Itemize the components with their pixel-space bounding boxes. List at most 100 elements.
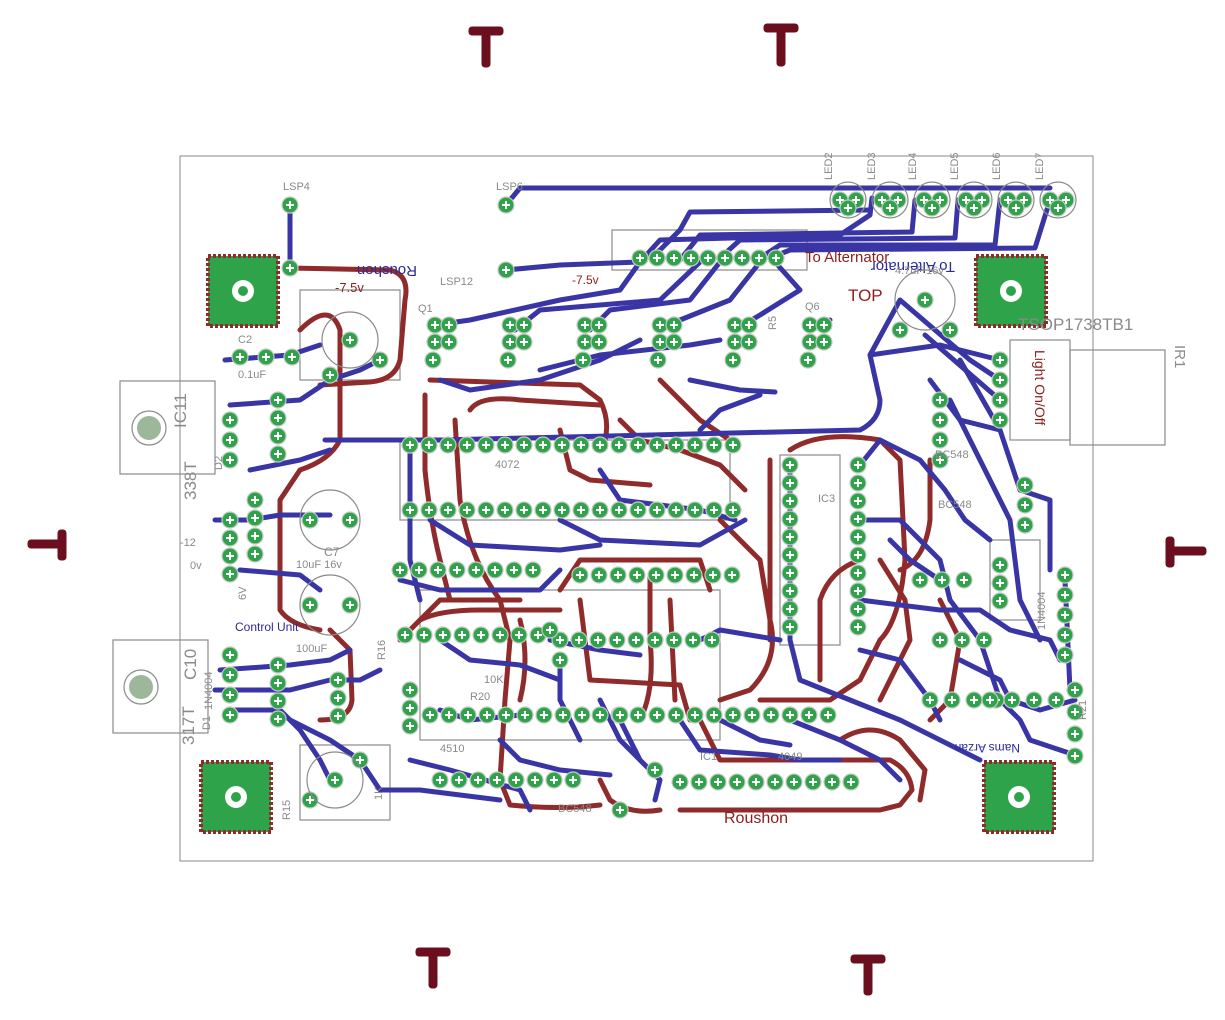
pad-marker — [691, 506, 699, 514]
mount-pad-bottom-left — [199, 760, 273, 834]
pad-marker — [1071, 730, 1079, 738]
pad-marker — [520, 506, 528, 514]
pad-marker — [334, 712, 342, 720]
pad-marker — [346, 516, 354, 524]
pad-marker — [1061, 611, 1069, 619]
pad-marker — [738, 254, 746, 262]
pad-marker — [274, 697, 282, 705]
pad-marker — [425, 441, 433, 449]
pad-marker — [946, 326, 954, 334]
pad-marker — [1062, 196, 1070, 204]
pad-marker — [615, 441, 623, 449]
pad-marker — [651, 766, 659, 774]
pad-marker — [274, 715, 282, 723]
pad-marker — [729, 356, 737, 364]
label-roushon-bottom: Roushon — [724, 810, 788, 827]
pad-marker — [534, 631, 542, 639]
pad-marker — [786, 551, 794, 559]
label-1n4004-left: 1N4004 — [203, 671, 215, 710]
pad-marker — [579, 356, 587, 364]
label-r16: R16 — [376, 640, 388, 660]
label-q6: Q6 — [805, 301, 820, 313]
pad-marker — [728, 571, 736, 579]
pad-marker — [704, 254, 712, 262]
heat-sink-pattern — [129, 416, 161, 699]
reg-mark-bottom-right — [850, 954, 886, 996]
pad-marker — [431, 338, 439, 346]
pad-marker — [926, 696, 934, 704]
pad-marker — [595, 321, 603, 329]
pad-marker — [854, 533, 862, 541]
pad-marker — [653, 441, 661, 449]
pad-marker — [671, 571, 679, 579]
pad-marker — [445, 321, 453, 329]
pad-marker — [1052, 696, 1060, 704]
board-outline — [179, 155, 1094, 862]
label-c7: C7 — [324, 545, 340, 559]
pad-marker — [936, 416, 944, 424]
pad-marker — [501, 441, 509, 449]
pad-marker — [559, 711, 567, 719]
pad-marker — [634, 711, 642, 719]
label-r15: R15 — [281, 800, 293, 820]
pad-marker — [786, 461, 794, 469]
pad-marker — [251, 532, 259, 540]
pad-marker — [936, 436, 944, 444]
pad-marker — [1004, 196, 1012, 204]
pad-marker — [274, 396, 282, 404]
pad-marker — [477, 631, 485, 639]
pad-marker — [274, 450, 282, 458]
pad-marker — [708, 636, 716, 644]
reg-mark-top-right — [763, 23, 799, 67]
reg-mark-top-left — [468, 26, 504, 68]
pad-marker — [1030, 696, 1038, 704]
pad-marker — [672, 506, 680, 514]
reg-mark-left — [27, 529, 67, 561]
pad-marker — [286, 201, 294, 209]
pad-marker — [251, 550, 259, 558]
pad-marker — [854, 461, 862, 469]
label-roushon-top: Roushon — [357, 262, 417, 279]
pad-marker — [721, 254, 729, 262]
pad-marker — [1054, 204, 1062, 212]
pad-marker — [996, 597, 1004, 605]
pad-marker — [356, 756, 364, 764]
component-outlines — [299, 181, 1077, 809]
pad-marker — [960, 576, 968, 584]
label-1k: 1K — [373, 786, 385, 800]
pad-marker — [691, 711, 699, 719]
pad-marker — [616, 806, 624, 814]
pad-marker — [854, 479, 862, 487]
pad-marker — [633, 571, 641, 579]
pad-marker — [575, 636, 583, 644]
pad-marker — [854, 497, 862, 505]
pad-marker — [226, 570, 234, 578]
pad-marker — [672, 441, 680, 449]
pad-marker — [878, 196, 886, 204]
pad-marker — [1012, 204, 1020, 212]
pad-marker — [921, 296, 929, 304]
pad-marker — [962, 196, 970, 204]
pad-marker — [463, 506, 471, 514]
label-to-alternator: To Alternator — [805, 249, 889, 266]
pad-marker — [654, 356, 662, 364]
pad-marker — [482, 506, 490, 514]
pad-marker — [520, 441, 528, 449]
pad-marker — [615, 506, 623, 514]
pad-marker — [226, 711, 234, 719]
pad-marker — [577, 441, 585, 449]
pad-marker — [709, 571, 717, 579]
pad-marker — [854, 515, 862, 523]
pad-marker — [786, 587, 794, 595]
pad-marker — [729, 506, 737, 514]
pad-marker — [1071, 686, 1079, 694]
pad-marker — [710, 506, 718, 514]
reg-mark-bottom-left — [415, 947, 451, 989]
pad-marker — [226, 651, 234, 659]
pad-marker — [854, 623, 862, 631]
label-338t: 338T — [181, 461, 200, 500]
silk-labels: LSP4 LSP6 LSP12 Roushon -7.5v -7.5v To A… — [171, 152, 1188, 827]
pad-marker — [483, 711, 491, 719]
pad-marker — [616, 711, 624, 719]
pad-marker — [520, 338, 528, 346]
